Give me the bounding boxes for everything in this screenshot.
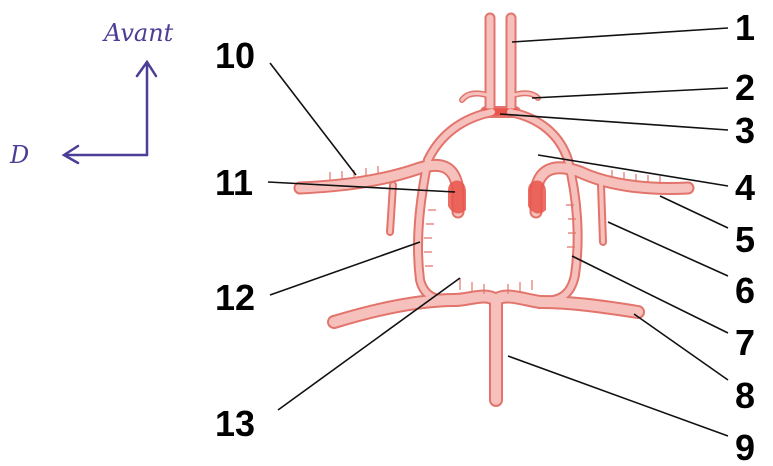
leader-13	[278, 278, 460, 410]
label-2: 2	[735, 67, 755, 108]
label-3: 3	[735, 110, 755, 151]
side-label: D	[9, 141, 29, 169]
leader-9	[508, 356, 728, 436]
forward-label: Avant	[102, 19, 174, 47]
label-10: 10	[215, 35, 255, 76]
leader-12	[270, 242, 420, 295]
label-5: 5	[735, 219, 755, 260]
leader-5	[660, 196, 728, 228]
arterial-circle	[300, 18, 688, 400]
label-4: 4	[735, 167, 755, 208]
label-9: 9	[735, 427, 755, 466]
label-8: 8	[735, 375, 755, 416]
label-7: 7	[735, 322, 755, 363]
leader-2	[532, 88, 728, 98]
leader-1	[512, 28, 728, 42]
leader-8	[634, 314, 728, 380]
forward-arrow-icon	[137, 62, 156, 155]
leader-10	[270, 63, 356, 175]
side-arrow-icon	[64, 146, 147, 163]
leader-6	[608, 222, 728, 276]
label-6: 6	[735, 270, 755, 311]
label-13: 13	[215, 403, 255, 444]
orientation-indicator: Avant D	[9, 19, 174, 169]
label-1: 1	[735, 7, 755, 48]
label-12: 12	[215, 277, 255, 318]
label-11: 11	[215, 162, 253, 203]
leader-7	[572, 256, 728, 333]
